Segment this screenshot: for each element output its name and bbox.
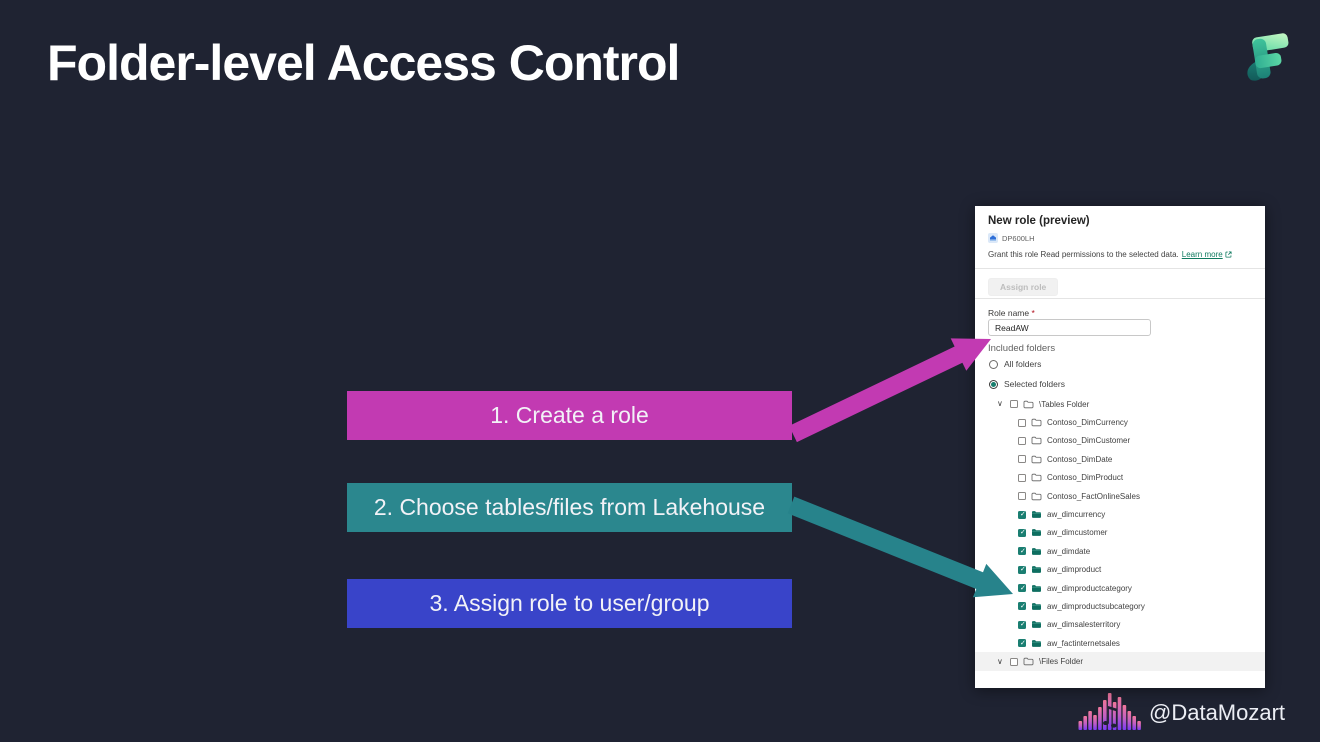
tree-row[interactable]: aw_dimproductsubcategory: [975, 597, 1265, 615]
page-title: Folder-level Access Control: [47, 35, 680, 91]
folder-filled-icon: [1031, 620, 1042, 629]
tree-row[interactable]: aw_dimcurrency: [975, 505, 1265, 523]
learn-more-link[interactable]: Learn more: [1181, 250, 1223, 259]
svg-text:♫: ♫: [1098, 702, 1121, 730]
tree-row[interactable]: Contoso_DimDate: [975, 450, 1265, 468]
radio-selected-folders[interactable]: Selected folders: [989, 379, 1065, 389]
checkbox-checked[interactable]: [1018, 565, 1026, 574]
tree-row[interactable]: Contoso_DimProduct: [975, 469, 1265, 487]
folder-outline-icon: [1031, 455, 1042, 464]
checkbox-unchecked[interactable]: [1018, 455, 1026, 464]
lakehouse-icon: [988, 233, 998, 243]
arrow-to-role-name: [789, 338, 991, 443]
lakehouse-artifact: DP600LH: [988, 233, 1035, 243]
tree-row-tables-folder[interactable]: \Tables Folder: [975, 395, 1265, 413]
folder-outline-icon: [1031, 418, 1042, 427]
checkbox-unchecked[interactable]: [1010, 400, 1018, 409]
step-label: 3. Assign role to user/group: [429, 590, 710, 616]
panel-title: New role (preview): [988, 215, 1090, 227]
checkbox-checked[interactable]: [1018, 547, 1026, 556]
checkbox-checked[interactable]: [1018, 639, 1026, 648]
role-name-label: Role name *: [988, 308, 1035, 318]
folder-outline-icon: [1023, 657, 1034, 666]
divider: [975, 298, 1265, 299]
radio-selected-icon[interactable]: [989, 379, 998, 389]
folder-filled-icon: [1031, 510, 1042, 519]
panel-description: Grant this role Read permissions to the …: [988, 250, 1232, 259]
folder-outline-icon: [1031, 492, 1042, 501]
tree-row[interactable]: Contoso_DimCustomer: [975, 432, 1265, 450]
divider: [975, 268, 1265, 269]
folder-filled-icon: [1031, 565, 1042, 574]
artifact-name: DP600LH: [1002, 233, 1035, 243]
tree-row[interactable]: aw_dimcustomer: [975, 524, 1265, 542]
checkbox-checked[interactable]: [1018, 528, 1026, 537]
folder-filled-icon: [1031, 584, 1042, 593]
folder-filled-icon: [1031, 602, 1042, 611]
folder-filled-icon: [1031, 528, 1042, 537]
tree-row[interactable]: Contoso_DimCurrency: [975, 413, 1265, 431]
step-create-role: 1. Create a role: [347, 391, 792, 440]
checkbox-unchecked[interactable]: [1018, 473, 1026, 482]
radio-icon[interactable]: [989, 359, 998, 369]
folder-tree: \Tables Folder Contoso_DimCurrency Conto…: [975, 395, 1265, 671]
tree-row[interactable]: aw_dimdate: [975, 542, 1265, 560]
step-label: 2. Choose tables/files from Lakehouse: [373, 494, 766, 520]
tree-row[interactable]: aw_dimproduct: [975, 561, 1265, 579]
folder-outline-icon: [1023, 400, 1034, 409]
tree-row[interactable]: aw_dimsalesterritory: [975, 616, 1265, 634]
required-asterisk: *: [1031, 308, 1035, 318]
equalizer-music-icon: ♫: [1078, 693, 1141, 730]
checkbox-checked[interactable]: [1018, 584, 1026, 593]
folder-outline-icon: [1031, 473, 1042, 482]
included-folders-label: Included folders: [988, 343, 1056, 354]
folder-filled-icon: [1031, 639, 1042, 648]
tree-row-files-folder[interactable]: \Files Folder: [975, 652, 1265, 671]
tree-row[interactable]: aw_factinternetsales: [975, 634, 1265, 652]
assign-role-button[interactable]: Assign role: [988, 278, 1059, 296]
chevron-down-icon[interactable]: [997, 658, 1005, 666]
step-assign-role: 3. Assign role to user/group: [347, 579, 792, 628]
step-choose-tables: 2. Choose tables/files from Lakehouse: [347, 483, 792, 532]
new-role-panel: New role (preview) DP600LH Grant this ro…: [975, 206, 1265, 688]
checkbox-unchecked[interactable]: [1018, 436, 1026, 445]
checkbox-unchecked[interactable]: [1018, 418, 1026, 427]
chevron-down-icon[interactable]: [997, 400, 1005, 408]
checkbox-unchecked[interactable]: [1018, 492, 1026, 501]
author-handle: @DataMozart: [1149, 700, 1286, 725]
folder-filled-icon: [1031, 547, 1042, 556]
fabric-logo-icon: [1247, 33, 1289, 81]
checkbox-checked[interactable]: [1018, 510, 1026, 519]
tree-row[interactable]: Contoso_FactOnlineSales: [975, 487, 1265, 505]
tree-row[interactable]: aw_dimproductcategory: [975, 579, 1265, 597]
checkbox-checked[interactable]: [1018, 620, 1026, 629]
checkbox-checked[interactable]: [1018, 602, 1026, 611]
radio-all-folders[interactable]: All folders: [989, 359, 1041, 369]
step-label: 1. Create a role: [490, 402, 649, 428]
checkbox-unchecked[interactable]: [1010, 657, 1018, 666]
role-name-input[interactable]: [988, 319, 1151, 336]
external-link-icon: [1225, 251, 1232, 258]
folder-outline-icon: [1031, 436, 1042, 445]
